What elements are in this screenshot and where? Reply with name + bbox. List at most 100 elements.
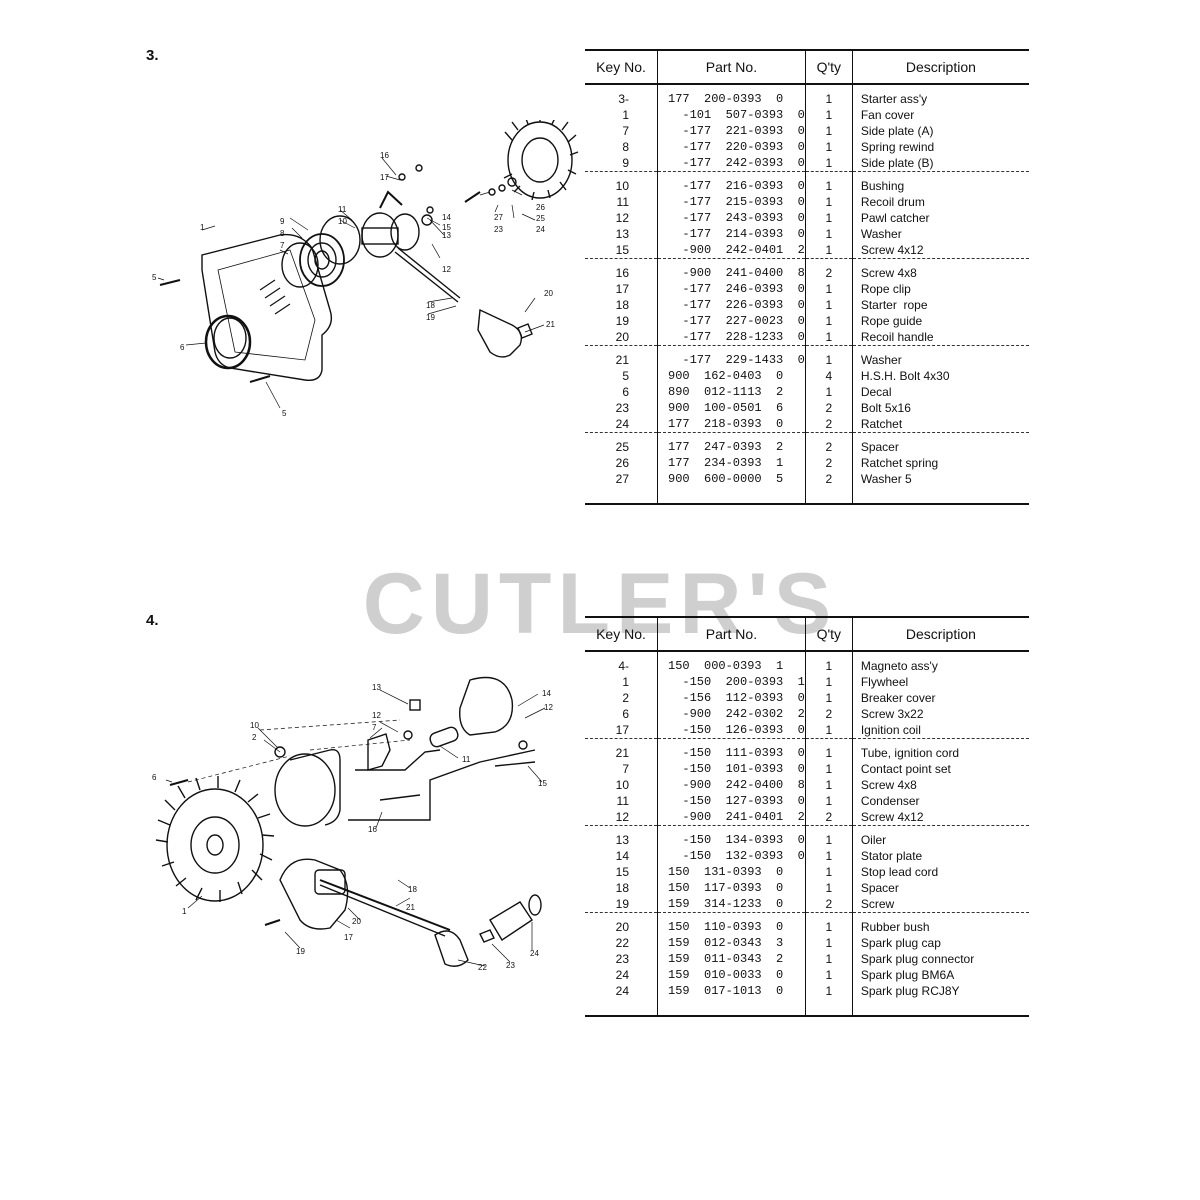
description-cell: Contact point set [851,761,1029,777]
callout-15: 15 [538,779,547,788]
description-cell: Ratchet [851,416,1029,433]
callout-22: 22 [478,963,487,970]
key-no-cell: 24 [615,417,629,431]
callout-9: 9 [280,217,285,226]
part-no-cell: -177 246-0393 0 [657,281,806,297]
description-cell: Screw 4x8 [851,777,1029,793]
description-cell: Screw 4x12 [851,242,1029,259]
qty-cell: 1 [804,793,853,809]
key-no-cell: 25 [585,432,658,455]
callout-26: 26 [536,203,545,212]
description-cell: Rope guide [851,313,1029,329]
key-no-cell: 7 [622,124,629,138]
description-cell: Washer [851,226,1029,242]
column-header-description: Description [851,616,1029,652]
key-no-cell: 24 [615,984,629,998]
qty-cell: 2 [804,432,853,455]
qty-cell: 1 [804,761,853,777]
part-no-cell: -177 229-1433 0 [657,345,806,368]
callout-12: 12 [442,265,451,274]
description-cell: Pawl catcher [851,210,1029,226]
callout-21: 21 [406,903,415,912]
qty-cell: 1 [804,84,853,107]
qty-cell: 1 [804,107,853,123]
part-no-cell: 177 218-0393 0 [657,416,806,433]
part-no-cell: -150 101-0393 0 [657,761,806,777]
callout-27: 27 [494,213,503,222]
empty-cell [657,487,806,505]
key-no-cell: 1 [622,675,629,689]
part-no-cell: 900 600-0000 5 [657,471,806,487]
part-no-cell: -150 127-0393 0 [657,793,806,809]
key-no-cell: 10 [615,778,629,792]
part-no-cell: -900 242-0302 2 [657,706,806,722]
magneto-assembly-diagram: 13 14 12 7 12 10 2 11 6 15 16 1 18 21 20… [152,676,553,970]
qty-cell: 1 [804,690,853,706]
part-no-cell: 177 234-0393 1 [657,455,806,471]
key-no-cell: 13 [585,825,658,848]
callout-7: 7 [280,241,285,250]
description-cell: Screw 4x12 [851,809,1029,826]
key-no-cell: 6 [622,385,629,399]
qty-cell: 1 [804,297,853,313]
section-4-number: 4. [146,612,159,629]
callout-5a: 5 [152,273,157,282]
key-no-cell: 5 [622,369,629,383]
section-4-parts-table: Key No. Part No. Q'ty Description 4-150 … [585,616,1029,1017]
part-no-cell: -150 134-0393 0 [657,825,806,848]
qty-cell: 1 [804,722,853,739]
column-header-key-no: Key No. [585,49,658,85]
key-no-cell: 18 [615,881,629,895]
key-no-cell: 17 [615,282,629,296]
empty-cell [851,999,1029,1017]
part-no-cell: 150 131-0393 0 [657,864,806,880]
callout-24: 24 [536,225,545,234]
empty-cell [585,487,658,505]
description-cell: H.S.H. Bolt 4x30 [851,368,1029,384]
key-no-cell: 20 [585,912,658,935]
description-cell: Recoil handle [851,329,1029,346]
qty-cell: 1 [804,345,853,368]
key-no-cell: 19 [615,897,629,911]
callout-15: 15 [442,223,451,232]
key-no-cell: 19 [615,314,629,328]
key-no-cell: 12 [615,810,629,824]
key-no-cell: 2 [622,691,629,705]
callout-23: 23 [494,225,503,234]
callout-12b: 12 [372,711,381,720]
callout-11: 11 [338,205,347,214]
description-cell: Magneto ass'y [851,651,1029,674]
column-header-description: Description [851,49,1029,85]
part-no-cell: -150 111-0393 0 [657,738,806,761]
qty-cell: 1 [804,777,853,793]
callout-14: 14 [442,213,451,222]
description-cell: Oiler [851,825,1029,848]
description-cell: Rope clip [851,281,1029,297]
key-no-cell: 8 [622,140,629,154]
description-cell: Screw 3x22 [851,706,1029,722]
part-no-cell: 159 017-1013 0 [657,983,806,999]
callout-20: 20 [352,917,361,926]
qty-cell: 1 [804,848,853,864]
part-no-cell: -101 507-0393 0 [657,107,806,123]
callout-17: 17 [344,933,353,942]
column-header-qty: Q'ty [804,49,853,85]
description-cell: Screw [851,896,1029,913]
key-no-cell: 15 [615,243,629,257]
callout-7: 7 [372,723,377,732]
callout-23: 23 [506,961,515,970]
empty-cell [804,487,853,505]
description-cell: Spacer [851,880,1029,896]
